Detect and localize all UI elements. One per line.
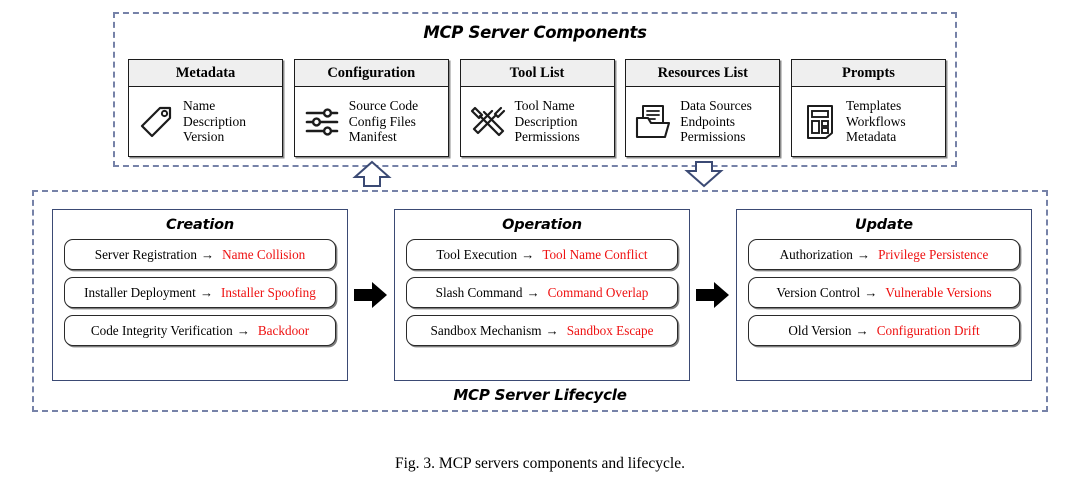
- arrow-right-glyph-icon: →: [545, 322, 559, 338]
- process-label: Sandbox Mechanism: [430, 322, 542, 338]
- lifecycle-stage-title: Creation: [166, 217, 234, 233]
- arrow-right-icon: [690, 209, 736, 381]
- tag-icon: [135, 98, 177, 146]
- arrow-right-glyph-icon: →: [236, 322, 250, 338]
- component-item: Description: [514, 113, 578, 129]
- lifecycle-risk-item: Installer Deployment→ Installer Spoofing: [64, 277, 336, 308]
- risk-label: Vulnerable Versions: [885, 284, 992, 300]
- lifecycle-stage-title: Update: [855, 217, 913, 233]
- lifecycle-panel-label: MCP Server Lifecycle: [453, 386, 627, 404]
- risk-label: Privilege Persistence: [878, 246, 989, 262]
- component-card-header: Prompts: [792, 60, 945, 87]
- arrow-right-glyph-icon: →: [200, 246, 215, 262]
- arrow-right-glyph-icon: →: [199, 284, 213, 300]
- risk-label: Name Collision: [222, 246, 306, 262]
- lifecycle-risk-item: Server Registration→ Name Collision: [64, 239, 336, 270]
- components-panel-title: MCP Server Components: [423, 23, 647, 42]
- tools-icon: [467, 98, 509, 146]
- lifecycle-risk-item: Old Version→ Configuration Drift: [748, 315, 1020, 346]
- process-label: Server Registration: [94, 246, 197, 262]
- component-item: Endpoints: [680, 113, 736, 129]
- risk-label: Installer Spoofing: [221, 284, 316, 300]
- arrow-right-glyph-icon: →: [521, 246, 535, 262]
- lifecycle-risk-item: Version Control→ Vulnerable Versions: [748, 277, 1020, 308]
- arrow-right-icon: [348, 209, 394, 381]
- process-label: Slash Command: [435, 284, 523, 300]
- component-item: Description: [183, 113, 246, 129]
- lifecycle-risk-item: Code Integrity Verification→ Backdoor: [64, 315, 336, 346]
- component-item: Permissions: [680, 129, 746, 145]
- component-item: Data Sources: [680, 98, 752, 114]
- folder-document-icon: [632, 98, 674, 146]
- lifecycle-risk-item: Slash Command→ Command Overlap: [406, 277, 678, 308]
- component-item: Version: [183, 129, 225, 145]
- risk-label: Backdoor: [257, 322, 310, 338]
- component-item: Metadata: [846, 129, 897, 145]
- component-item: Tool Name: [514, 98, 575, 114]
- process-label: Version Control: [776, 284, 861, 300]
- component-item: Config Files: [348, 113, 416, 129]
- risk-label: Configuration Drift: [876, 322, 980, 338]
- process-label: Old Version: [788, 322, 852, 338]
- process-label: Tool Execution: [436, 246, 518, 262]
- arrow-right-glyph-icon: →: [864, 284, 878, 300]
- component-item: Name: [183, 98, 216, 114]
- arrow-right-glyph-icon: →: [855, 322, 869, 338]
- component-card-header: Configuration: [294, 60, 448, 87]
- risk-label: Sandbox Escape: [566, 322, 654, 338]
- lifecycle-risk-item: Authorization→ Privilege Persistence: [748, 239, 1020, 270]
- lifecycle-stage-title: Operation: [502, 217, 582, 233]
- risk-label: Tool Name Conflict: [542, 246, 648, 262]
- lifecycle-risk-item: Tool Execution→ Tool Name Conflict: [406, 239, 678, 270]
- component-card-header: Metadata: [129, 60, 282, 87]
- component-card-header: Tool List: [460, 60, 614, 87]
- component-card-header: Resources List: [626, 60, 780, 87]
- component-item: Source Code: [348, 98, 419, 114]
- sliders-icon: [301, 98, 343, 146]
- component-item: Templates: [846, 98, 902, 114]
- arrow-right-glyph-icon: →: [526, 284, 540, 300]
- arrow-up-icon: [352, 160, 392, 193]
- process-label: Authorization: [779, 246, 853, 262]
- arrow-down-icon: [684, 160, 724, 193]
- template-layout-icon: [798, 98, 840, 146]
- process-label: Code Integrity Verification: [90, 322, 233, 338]
- component-item: Permissions: [514, 129, 580, 145]
- process-label: Installer Deployment: [84, 284, 196, 300]
- risk-label: Command Overlap: [547, 284, 649, 300]
- component-item: Workflows: [846, 113, 906, 129]
- component-item: Manifest: [348, 129, 397, 145]
- lifecycle-risk-item: Sandbox Mechanism→ Sandbox Escape: [406, 315, 678, 346]
- figure-caption: Fig. 3. MCP servers components and lifec…: [395, 455, 685, 472]
- arrow-right-glyph-icon: →: [856, 246, 871, 262]
